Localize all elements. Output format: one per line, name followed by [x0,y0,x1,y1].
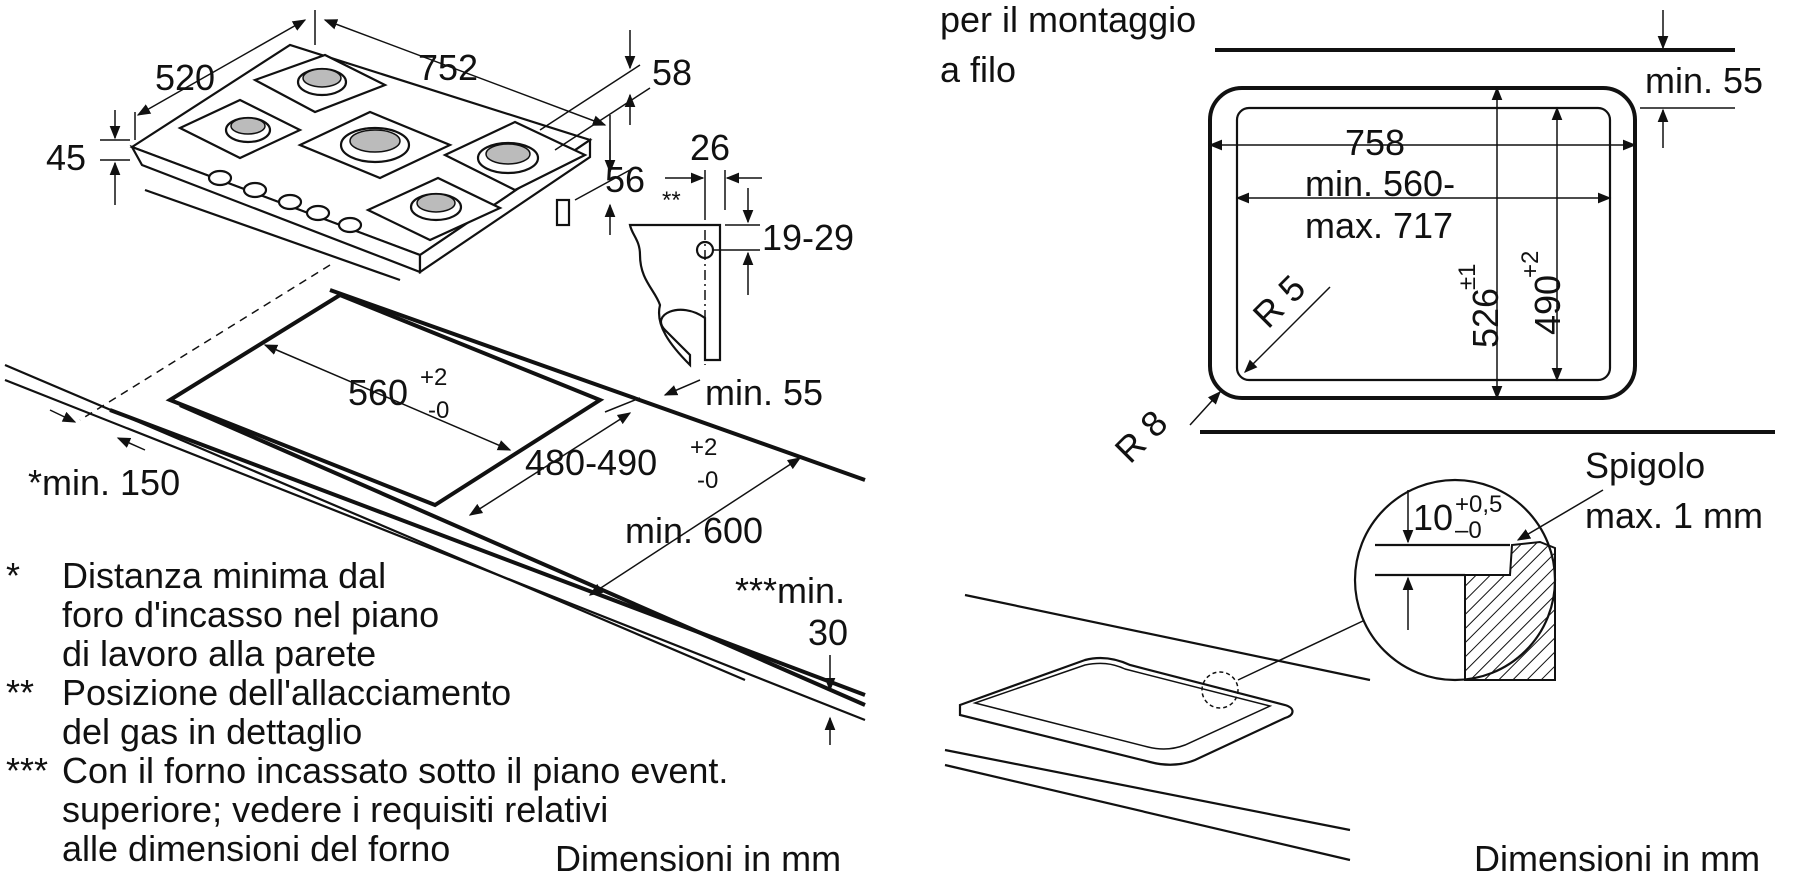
flush-mount-label-1: per il montaggio [940,0,1196,40]
hob-isometric: 520 752 58 45 26 56 ** 19-29 min. 55 560… [4,10,866,745]
dim-min30-label: ***min. [735,570,845,611]
dim-10: 10 [1413,497,1453,538]
dim-min150: *min. 150 [28,462,180,503]
note-text: Posizione dell'allacciamento [62,672,511,713]
dim-56: 56 [605,159,645,200]
dim-r8: R 8 [1107,402,1176,471]
cutout-inner [1235,106,1612,382]
dim-min560: min. 560- [1305,163,1455,204]
dim-560: 560 [348,372,408,413]
note-text: Con il forno incassato sotto il piano ev… [62,750,728,791]
control-knobs [207,169,363,234]
dim-19-29: 19-29 [762,217,854,258]
note-text: del gas in dettaglio [62,711,362,752]
flush-mounting-plan: per il montaggio a filo min. 55 758 min.… [940,0,1775,471]
edge-section [1375,489,1604,681]
dim-560-tol-upper: +2 [420,364,447,391]
dim-480-tol-lower: -0 [697,467,718,494]
note-text: foro d'incasso nel piano [62,594,439,635]
dim-gas-marker: ** [662,187,681,214]
countertop-wall-edge [329,288,866,482]
dim-520: 520 [155,57,215,98]
flush-mount-label-2: a filo [940,49,1016,90]
note-text: superiore; vedere i requisiti relativi [62,789,608,830]
dim-58: 58 [652,52,692,93]
spigolo-label: Spigolo [1585,445,1705,486]
dim-min55-right: min. 55 [1645,60,1763,101]
edge-detail: Spigolo max. 1 mm 10 +0,5 –0 [944,445,1763,862]
note-marker: * [6,555,20,596]
dim-45: 45 [46,137,86,178]
dim-490: 490 [1527,275,1568,335]
note-marker: ** [6,672,34,713]
spigolo-max: max. 1 mm [1585,495,1763,536]
dim-560-tol-lower: -0 [428,397,449,424]
dim-758: 758 [1345,122,1405,163]
dim-490-tol: +2 [1517,251,1544,278]
burner-rear-right [442,120,588,192]
dim-min30-value: 30 [808,612,848,653]
units-label-left: Dimensioni in mm [555,838,841,877]
burner-front-right [365,176,503,242]
dim-480-tol-upper: +2 [690,434,717,461]
dim-752: 752 [418,47,478,88]
dim-526: 526 [1465,288,1506,348]
dim-10-tol-lower: –0 [1455,517,1482,544]
units-label-right: Dimensioni in mm [1474,838,1760,877]
footnotes: * Distanza minima dal foro d'incasso nel… [6,555,728,869]
dim-max717: max. 717 [1305,205,1453,246]
gas-connector [555,198,571,227]
dim-480-490: 480-490 [525,442,657,483]
note-text: Distanza minima dal [62,555,386,596]
dim-26: 26 [690,127,730,168]
countertop-edge-front [4,378,866,722]
dim-min55-left: min. 55 [705,372,823,413]
dim-10-tol-upper: +0,5 [1455,491,1502,518]
note-text: alle dimensioni del forno [62,828,450,869]
note-marker: *** [6,750,48,791]
gas-connection-detail [628,170,762,368]
burner-center-wok [297,110,453,180]
note-text: di lavoro alla parete [62,633,376,674]
dim-526-tol: ±1 [1454,263,1481,290]
dim-min600: min. 600 [625,510,763,551]
